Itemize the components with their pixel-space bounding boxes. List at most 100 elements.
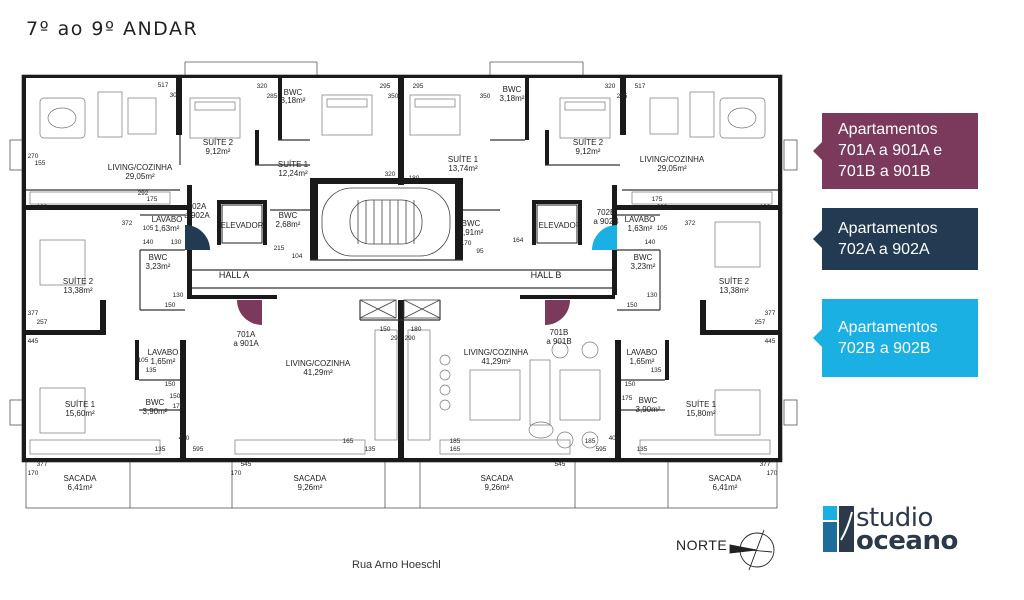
dim-label: 175 [173, 403, 184, 410]
room-name: BWC [146, 398, 165, 407]
dim-label: 105 [138, 357, 149, 364]
room-name: SUÍTE 1 [686, 400, 717, 409]
room-area: 1,65m² [630, 357, 655, 366]
door-702a-a-902a [185, 225, 210, 250]
dim-label: 95 [476, 248, 484, 255]
dim-label: 215 [274, 245, 285, 252]
room-name: SUÍTE 2 [573, 138, 604, 147]
room-name: HALL B [531, 270, 562, 280]
room-name: ELEVADOR [221, 221, 264, 230]
furniture [29, 91, 773, 455]
dim-label: 290 [405, 335, 416, 342]
door-701b-a-901b [545, 300, 570, 325]
room-area: 3,91m² [459, 228, 484, 237]
dim-label: 517 [635, 83, 646, 90]
door-label: a 902B [593, 217, 618, 226]
room-name: LAVABO [148, 348, 179, 357]
room-name: BWC [279, 211, 298, 220]
dim-label: 130 [37, 204, 48, 211]
room-name: LAVABO [625, 215, 656, 224]
room-area: 29,05m² [125, 172, 155, 181]
dim-label: 170 [461, 240, 472, 247]
door-label: 701B [550, 328, 569, 337]
room-area: 3,90m² [143, 407, 168, 416]
room-name: LAVABO [627, 348, 658, 357]
room-area: 15,60m² [65, 409, 95, 418]
door-label: 702B [597, 208, 616, 217]
room-area: 3,18m² [281, 96, 306, 105]
partitions [26, 135, 778, 411]
dim-label: 150 [625, 381, 636, 388]
door-label: a 902A [184, 211, 210, 220]
dim-label: 130 [647, 292, 658, 299]
dim-label: 135 [651, 367, 662, 374]
logo-icon [823, 506, 854, 552]
dim-label: 257 [37, 319, 48, 326]
room-name: SACADA [64, 474, 98, 483]
dim-label: 130 [760, 204, 771, 211]
room-name: LIVING/COZINHA [640, 155, 705, 164]
door-label: 702A [188, 202, 207, 211]
room-name: BWC [503, 85, 522, 94]
dim-label: 270 [28, 153, 39, 160]
dim-label: 350 [388, 93, 399, 100]
room-labels: SUÍTE 2 9,12m² BWC 3,18m² SUÍTE 1 12,24m… [63, 85, 750, 492]
compass-icon [729, 529, 775, 571]
dim-label: 320 [257, 83, 268, 90]
dim-label: 185 [585, 438, 596, 445]
door-label: a 901B [546, 337, 571, 346]
room-name: BWC [634, 253, 653, 262]
dim-label: 320 [385, 171, 396, 178]
room-area: 9,26m² [485, 483, 510, 492]
room-area: 9,12m² [576, 147, 601, 156]
room-area: 2,68m² [276, 220, 301, 229]
walls [22, 75, 782, 462]
room-area: 3,23m² [631, 262, 656, 271]
dim-label: 300 [170, 92, 181, 99]
room-area: 29,05m² [657, 164, 687, 173]
dim-label: 350 [480, 93, 491, 100]
room-name: ELEVADOR [539, 221, 582, 230]
dim-label: 140 [143, 239, 154, 246]
room-area: 3,18m² [500, 94, 525, 103]
dim-label: 400 [609, 435, 620, 442]
door-701a-a-901a [237, 300, 262, 325]
door-label: 701A [237, 330, 256, 339]
dim-label: 292 [657, 204, 668, 211]
logo-text-oceano: oceano [856, 526, 958, 556]
room-name: LIVING/COZINHA [464, 348, 529, 357]
room-area: 3,90m² [636, 405, 661, 414]
legend-apartments-701a-901a: Apartamentos 701A a 901A e 701B a 901B [813, 113, 978, 189]
room-area: 1,65m² [151, 357, 176, 366]
floor-title: 7º ao 9º ANDAR [26, 18, 199, 40]
room-area: 1,63m² [155, 224, 180, 233]
dim-label: 170 [28, 470, 39, 477]
dim-label: 155 [35, 160, 46, 167]
room-area: 3,23m² [146, 262, 171, 271]
legend-text: Apartamentos 702A a 902A [838, 220, 938, 258]
logo-text-studio: studio [856, 503, 933, 533]
door-label: a 901A [233, 339, 259, 348]
dim-label: 445 [765, 338, 776, 345]
dim-label: 170 [767, 470, 778, 477]
dim-label: 292 [138, 190, 149, 197]
room-area: 13,74m² [448, 164, 478, 173]
dim-label: 295 [380, 83, 391, 90]
dim-label: 595 [596, 446, 607, 453]
dim-label: 400 [179, 435, 190, 442]
dim-label: 130 [173, 292, 184, 299]
room-area: 9,26m² [298, 483, 323, 492]
north-label: NORTE [676, 537, 728, 553]
dim-label: 185 [450, 438, 461, 445]
dim-label: 165 [343, 438, 354, 445]
dim-label: 135 [365, 446, 376, 453]
dim-label: 150 [627, 302, 638, 309]
room-name: SACADA [709, 474, 743, 483]
room-area: 13,38m² [719, 286, 749, 295]
dim-label: 175 [147, 196, 158, 203]
door-702b-a-902b [592, 225, 617, 250]
dim-label: 130 [171, 239, 182, 246]
dim-label: 104 [292, 253, 303, 260]
room-name: SACADA [294, 474, 328, 483]
